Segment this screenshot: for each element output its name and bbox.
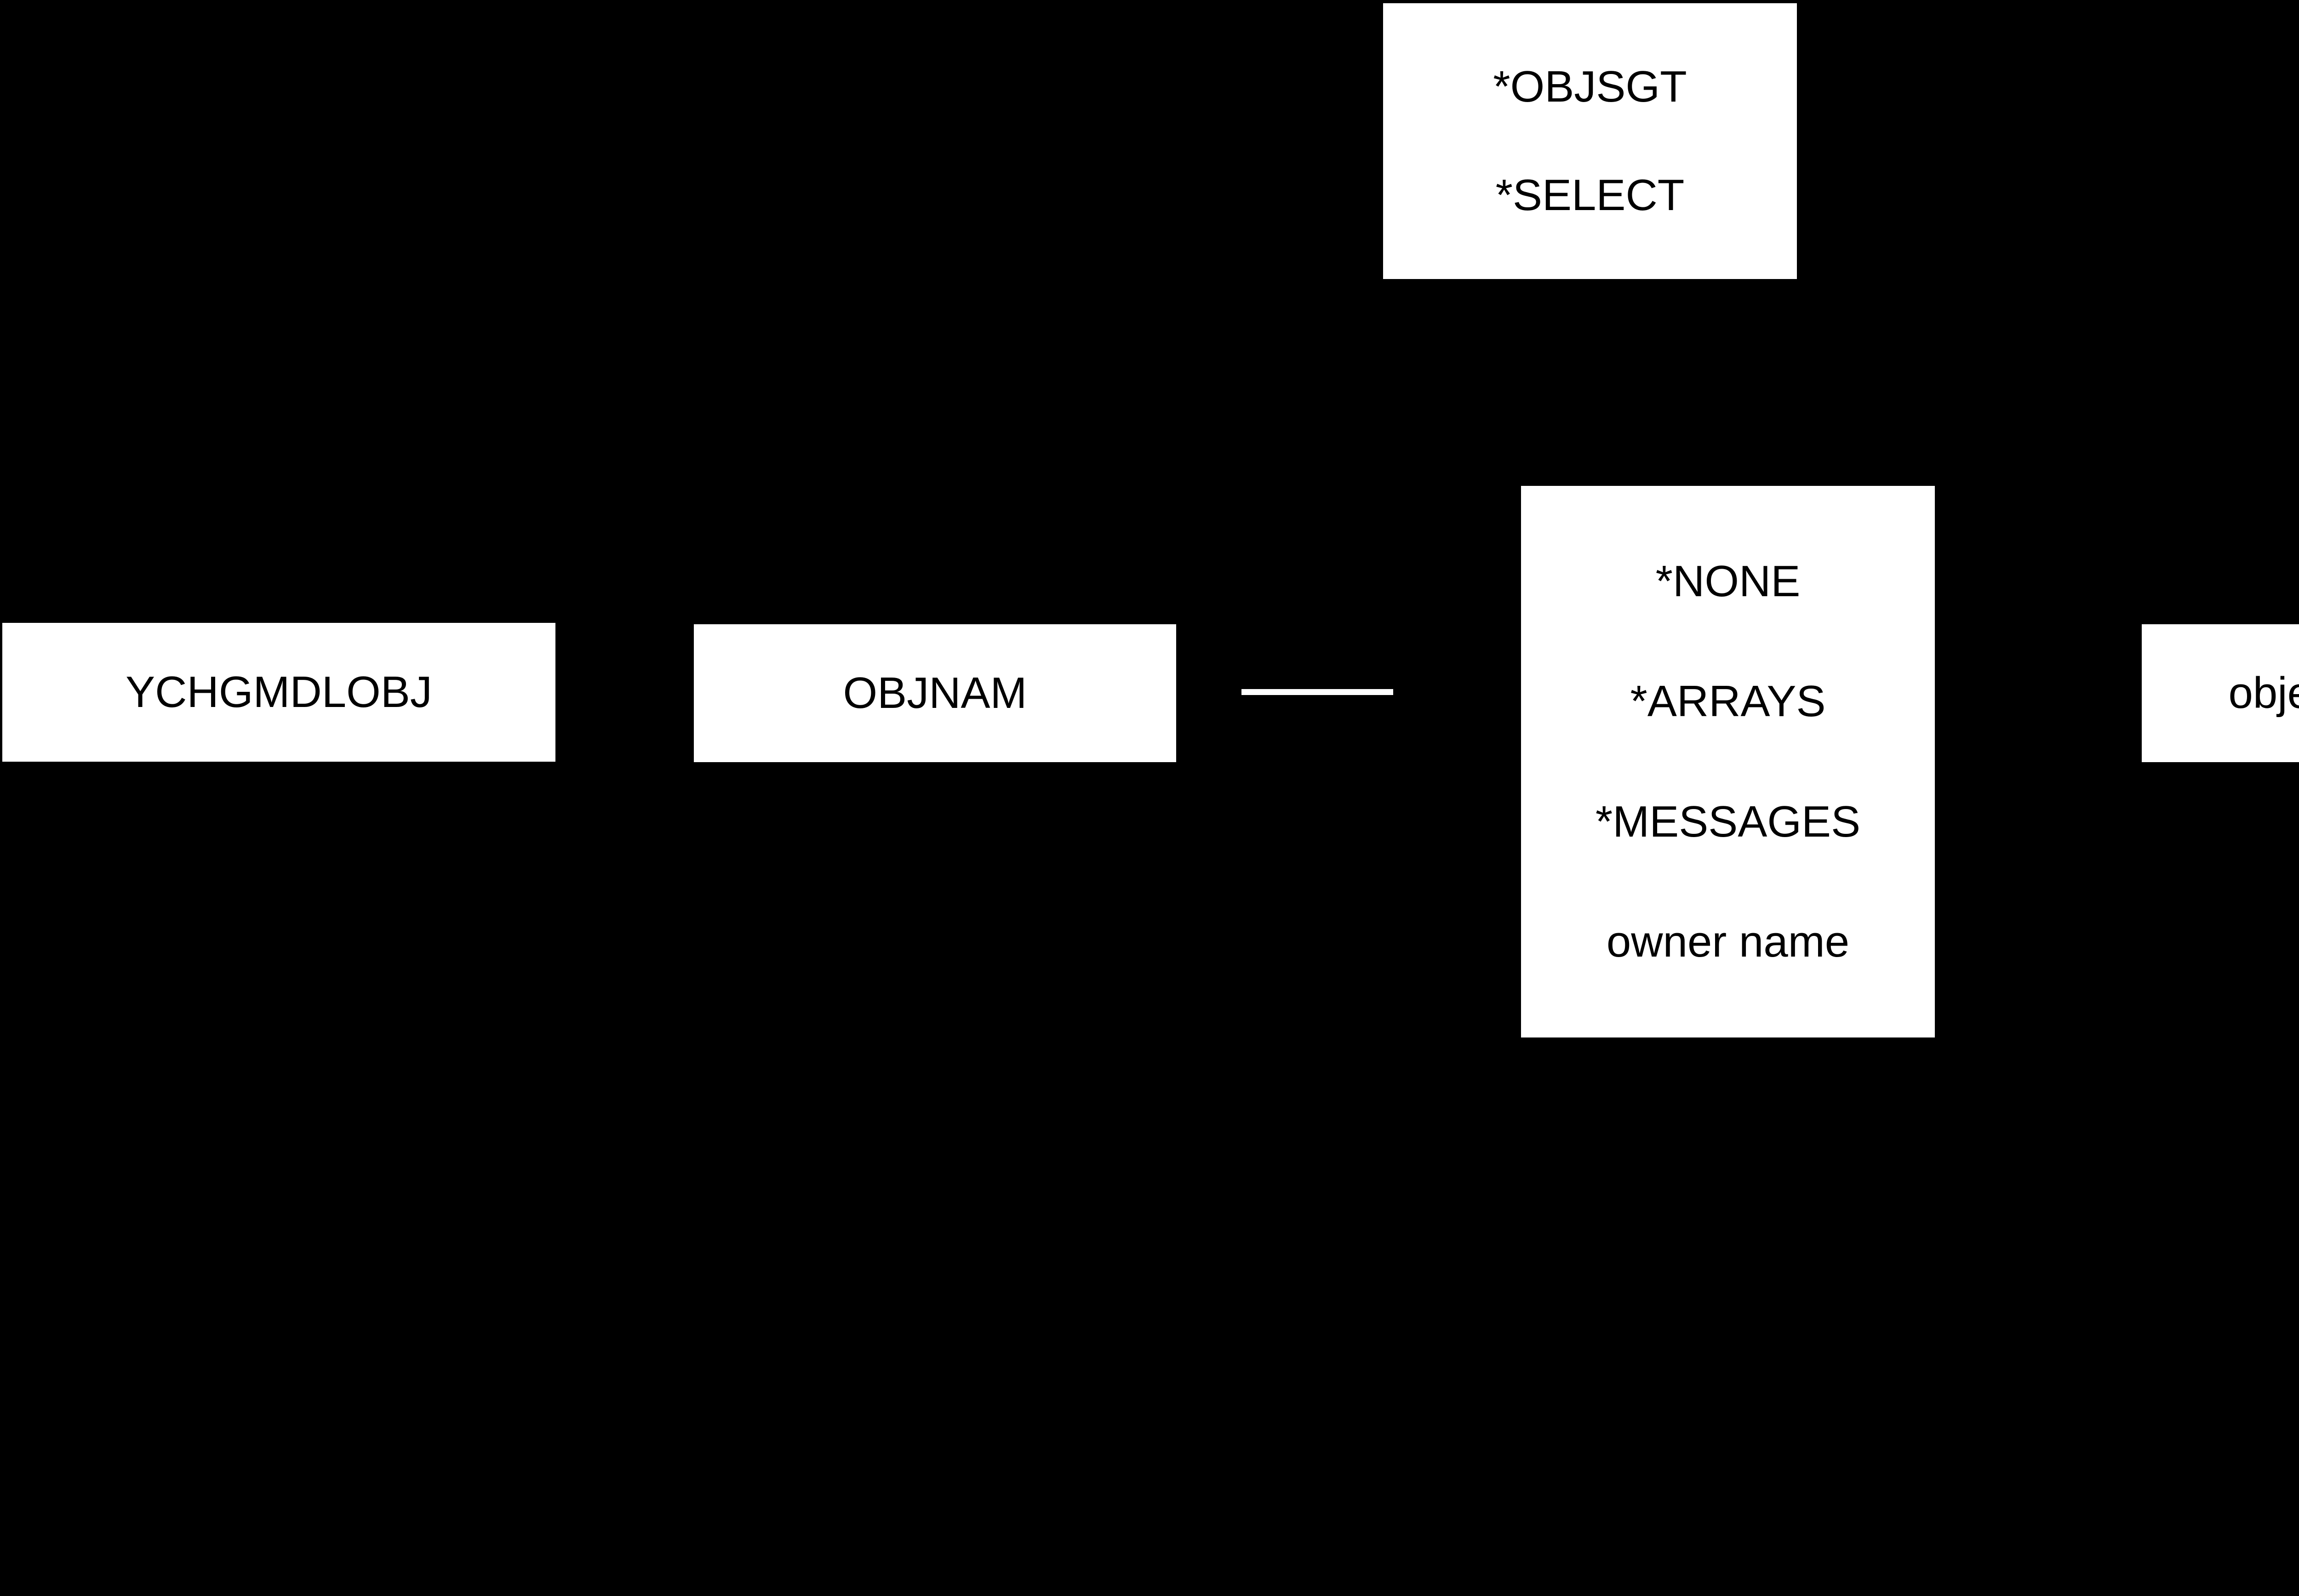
node-parameter-label: OBJNAM	[843, 668, 1027, 718]
node-parameter-values-line-3: *MESSAGES	[1595, 797, 1861, 846]
node-object-selection-line-1: *OBJSGT	[1493, 62, 1687, 112]
node-parameter-values-line-2: *ARRAYS	[1630, 677, 1826, 726]
node-parameter: OBJNAM	[694, 624, 1176, 762]
node-object-selection-line-2: *SELECT	[1495, 171, 1685, 220]
node-object-name-label: object name	[2228, 668, 2299, 718]
node-parameter-values-line-4: owner name	[1606, 917, 1850, 967]
connector-parameter-to-values	[1241, 689, 1393, 695]
node-parameter-values-line-1: *NONE	[1655, 556, 1801, 606]
node-command: YCHGMDLOBJ	[2, 623, 555, 762]
node-object-name: object name	[2142, 624, 2299, 762]
node-object-selection: *OBJSGT *SELECT	[1383, 3, 1797, 279]
node-parameter-values: *NONE *ARRAYS *MESSAGES owner name	[1521, 486, 1935, 1037]
node-command-label: YCHGMDLOBJ	[126, 667, 432, 717]
